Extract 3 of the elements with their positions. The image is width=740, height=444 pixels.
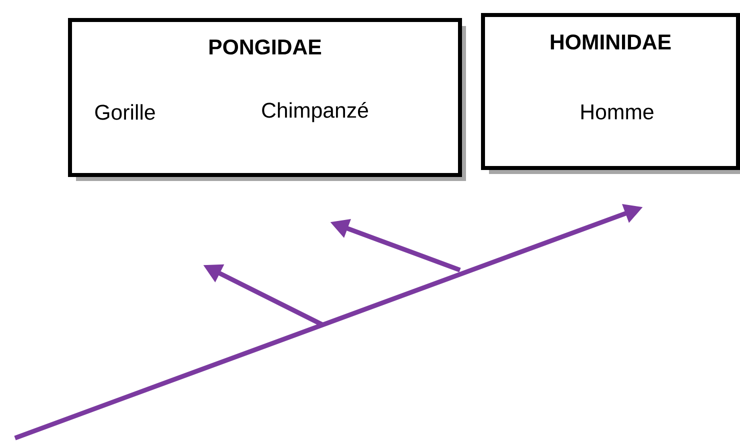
species-label: Chimpanzé (262, 102, 368, 122)
species-label: Homme (581, 104, 654, 120)
species-label: Gorille (95, 104, 155, 120)
